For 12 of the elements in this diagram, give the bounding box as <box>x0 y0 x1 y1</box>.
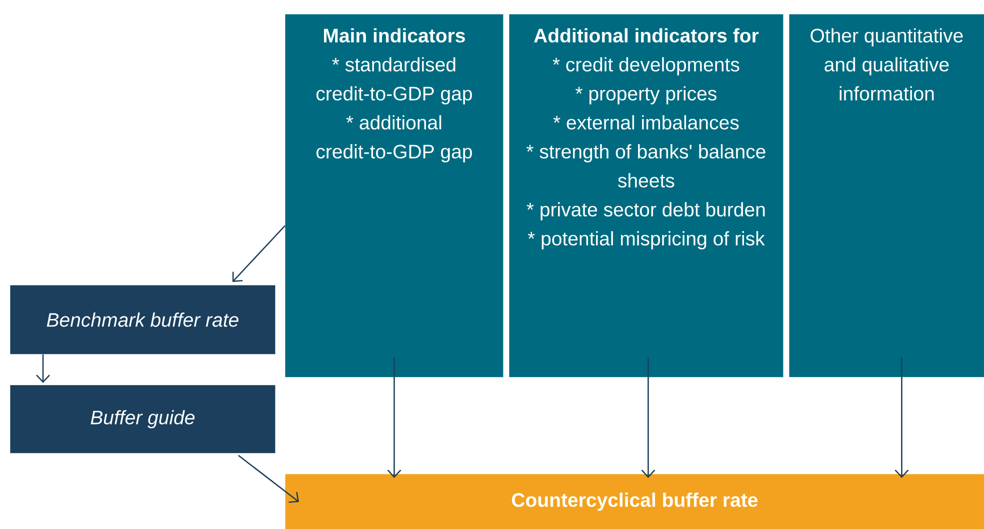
indicator-box: Additional indicators for * credit developments * property prices * external imbalances * strength of banks' balance sheets * private sector debt burden * potential mispricing of risk <box>509 14 784 378</box>
arrow <box>894 357 909 478</box>
arrow <box>232 225 286 282</box>
process-box: Benchmark buffer rate <box>10 285 276 354</box>
result-bar: Countercyclical buffer rate <box>285 474 984 529</box>
indicator-box: Other quantitative and qualitative information <box>789 14 984 378</box>
indicator-box: Main indicators * standardised credit-to-GDP gap * additional credit-to-GDP gap <box>285 14 504 378</box>
arrow <box>36 354 50 383</box>
arrow <box>387 357 402 478</box>
arrow <box>238 454 300 503</box>
arrow <box>641 357 656 478</box>
process-box: Buffer guide <box>10 385 276 454</box>
